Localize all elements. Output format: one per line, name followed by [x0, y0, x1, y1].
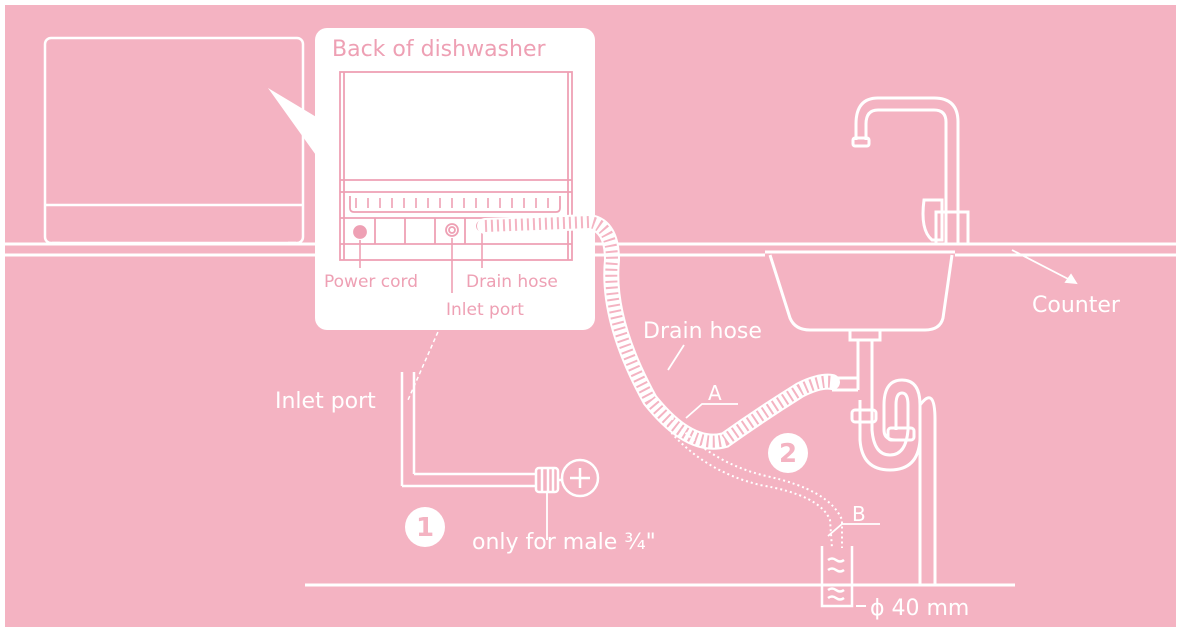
dishwasher-icon: [43, 36, 305, 245]
label-a: A: [708, 381, 722, 405]
callout-power-cord: Power cord: [324, 272, 418, 292]
sink-icon: [765, 250, 955, 378]
step-2-number: 2: [779, 439, 797, 469]
inlet-dashed-guide: [407, 299, 453, 401]
faucet-icon: [851, 96, 970, 244]
label-b: B: [852, 502, 866, 526]
label-a-leader: [685, 403, 738, 419]
label-b-leader: [827, 523, 880, 537]
step-1-number: 1: [416, 513, 434, 543]
label-drain-hose: Drain hose: [643, 319, 762, 344]
callout-leaders: [359, 232, 483, 293]
dishwasher-back-drawing: [339, 71, 573, 261]
step-1-badge: [405, 507, 445, 547]
step-2-badge: [768, 433, 808, 473]
callout-drain-hose: Drain hose: [466, 272, 558, 292]
callout-title: Back of dishwasher: [332, 37, 546, 62]
callout-pointer: [268, 88, 318, 158]
drain-pipe-icon: [820, 546, 854, 608]
p-trap-icon: [832, 376, 937, 585]
vent-slots: [355, 198, 549, 208]
inlet-hose: [400, 372, 536, 488]
label-diameter: ϕ 40 mm: [870, 596, 969, 621]
label-inlet-port: Inlet port: [275, 389, 376, 414]
drain-hose: [477, 213, 840, 450]
callout-inlet-port: Inlet port: [446, 300, 524, 320]
label-only-male: only for male ¾": [472, 530, 656, 555]
label-counter: Counter: [1032, 293, 1121, 318]
drain-hose-leader: [667, 344, 685, 371]
counter-pointer: [1011, 249, 1078, 285]
callout-box: [315, 28, 595, 330]
